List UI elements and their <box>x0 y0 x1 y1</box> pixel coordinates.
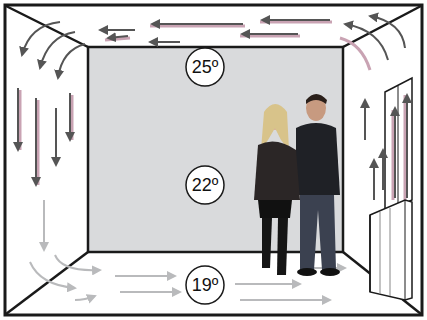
flow-shadow <box>260 21 332 24</box>
flow-arrow <box>75 296 95 300</box>
flow-arrow <box>43 200 45 250</box>
flow-arrow <box>22 22 60 55</box>
window <box>385 78 412 212</box>
flow-arrow <box>262 19 330 21</box>
flow-arrow <box>100 29 135 31</box>
man-trousers <box>300 195 336 270</box>
flow-arrow <box>115 275 175 277</box>
flow-arrow <box>69 93 71 140</box>
wall-edge <box>6 252 88 314</box>
man-sweater <box>296 123 340 195</box>
temperature-value: 22º <box>185 165 225 205</box>
temperature-circle: 22º <box>185 165 225 205</box>
flow-arrow <box>394 108 396 198</box>
couple <box>254 94 340 276</box>
temperature-circle: 25º <box>185 47 225 87</box>
flow-arrow <box>240 299 330 301</box>
woman-boot <box>262 218 272 268</box>
flow-arrow <box>364 100 366 140</box>
room-frame <box>5 5 422 315</box>
radiator-fin <box>380 212 381 294</box>
circle-shape <box>186 266 224 304</box>
flow-arrow <box>17 88 19 150</box>
temperature-circle: 19º <box>185 265 225 305</box>
flow-shadow <box>150 25 245 28</box>
flow-arrow <box>373 160 375 200</box>
left-wall-flow <box>18 88 72 250</box>
radiator-fin <box>390 208 391 296</box>
flow-arrow <box>55 108 57 165</box>
flow-shadow <box>404 95 407 200</box>
circle-shape <box>186 48 224 86</box>
temperature-value: 25º <box>185 47 225 87</box>
man-head <box>306 95 326 121</box>
flow-arrow <box>370 16 405 48</box>
flow-arrow <box>150 41 180 43</box>
man-hair <box>306 94 327 104</box>
radiator-edge <box>369 215 371 292</box>
woman-skirt <box>258 200 292 218</box>
flow-arrow <box>382 150 384 190</box>
circle-shape <box>186 166 224 204</box>
flow-arrow <box>35 98 37 185</box>
flow-shadow <box>240 35 300 38</box>
radiator <box>370 200 412 300</box>
flow-arrow <box>58 44 85 78</box>
flow-arrow <box>55 255 100 270</box>
flow-arrow <box>120 291 180 293</box>
flow-arrow <box>152 23 243 25</box>
flow-arrow <box>108 36 128 38</box>
window-frame <box>398 86 399 206</box>
flow-arrow <box>406 95 408 198</box>
temperature-value: 19º <box>185 265 225 305</box>
woman-boot <box>277 218 288 275</box>
flow-arrow <box>40 32 75 68</box>
man-shoe <box>320 268 340 276</box>
wall-edge <box>6 6 88 47</box>
right-wall-flow <box>365 95 407 200</box>
woman-jacket <box>254 141 300 200</box>
flow-shadow <box>340 38 370 70</box>
flow-arrow <box>235 283 300 285</box>
radiator-edge <box>405 200 406 300</box>
flow-arrow <box>242 33 298 35</box>
man-shoe <box>297 268 317 276</box>
